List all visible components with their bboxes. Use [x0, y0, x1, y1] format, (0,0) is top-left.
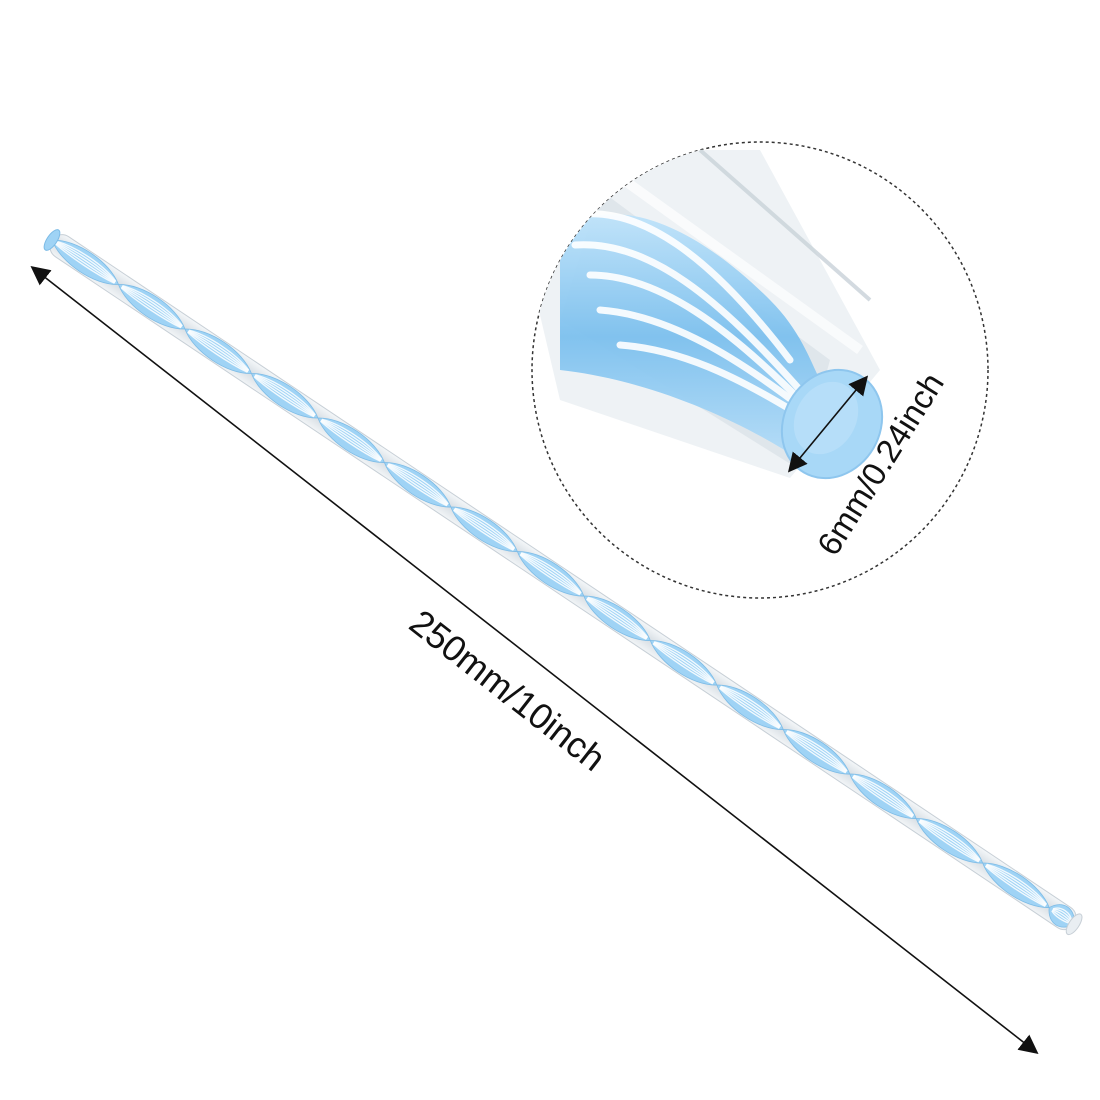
- rod-spiral-segment: [450, 506, 518, 552]
- rod-spiral-segment: [317, 417, 385, 463]
- rod-spiral-segment: [716, 684, 784, 730]
- rod-spiral-segment: [649, 640, 718, 686]
- rod-spiral-segment: [117, 284, 186, 330]
- rod-spiral-segment: [982, 862, 1050, 908]
- rod-spiral-segment: [915, 818, 984, 864]
- rod-spiral-segment: [250, 373, 319, 419]
- rod-stripe: [1052, 907, 1073, 922]
- rod-spiral-segment: [782, 729, 851, 775]
- rod-spiral-segment: [383, 462, 452, 508]
- rod-spiral-segment: [583, 595, 651, 641]
- diameter-dimension-arrow: [787, 375, 869, 473]
- rod-spiral-segment: [184, 328, 253, 374]
- rod-spiral-segment: [516, 551, 585, 597]
- rod-stripe: [1051, 910, 1071, 924]
- length-label: 250mm/10inch: [402, 601, 613, 779]
- length-dimension-arrow: [30, 266, 1039, 1054]
- rod-spiral-segment: [849, 773, 917, 819]
